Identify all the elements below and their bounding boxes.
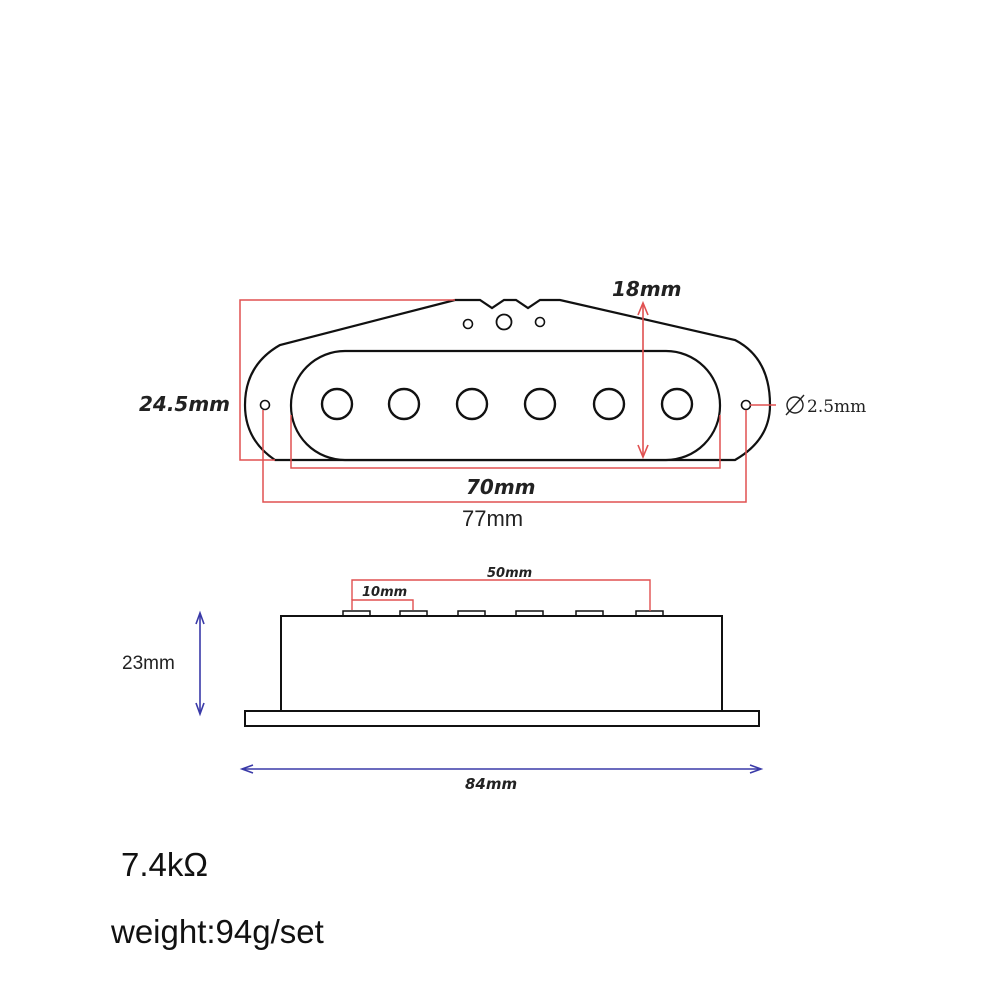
dim-line-pole-span [351, 579, 651, 611]
pole-piece [592, 387, 626, 421]
dim-line-cover-width [290, 415, 721, 469]
diameter-symbol [786, 396, 804, 414]
label-height: 23mm [122, 653, 175, 674]
arrowhead [637, 444, 649, 460]
arrowhead [749, 764, 764, 774]
screw-hole-left [259, 399, 271, 411]
label-length: 84mm [465, 775, 517, 793]
pole-piece [660, 387, 694, 421]
coil-cover-outline [289, 349, 722, 462]
resistance-spec: 7.4kΩ [121, 846, 209, 883]
label-inner-height: 18mm [612, 277, 682, 301]
dim-line-pole-pitch [351, 599, 414, 610]
side-baseplate [244, 710, 760, 727]
dim-line-screw-spacing [262, 410, 747, 503]
mount-hole-small-right [534, 316, 546, 328]
arrowhead [195, 702, 205, 717]
pole-piece [523, 387, 557, 421]
top-view: 24.5mm 18mm 70mm 77mm 2.5mm [139, 277, 866, 531]
arrowhead [239, 764, 254, 774]
pole-piece [387, 387, 421, 421]
mount-hole-small-left [462, 318, 474, 330]
side-view: 10mm 50mm 23mm 84mm [122, 566, 764, 793]
pickup-body [280, 615, 723, 712]
label-hole-diameter: 2.5mm [807, 397, 866, 417]
pole-piece [455, 387, 489, 421]
arrowhead [195, 610, 205, 625]
label-pole-span: 50mm [487, 566, 532, 581]
label-screw-spacing: 77mm [462, 506, 523, 531]
diameter-symbol-slash [785, 394, 805, 416]
mount-hole-center [495, 313, 513, 331]
label-outer-height: 24.5mm [139, 392, 230, 416]
label-cover-width: 70mm [466, 475, 536, 499]
arrowhead [637, 300, 649, 316]
weight-spec: weight:94g/set [111, 913, 324, 950]
dim-line-outer-height [239, 299, 455, 461]
pole-piece [320, 387, 354, 421]
label-pole-pitch: 10mm [362, 585, 407, 600]
